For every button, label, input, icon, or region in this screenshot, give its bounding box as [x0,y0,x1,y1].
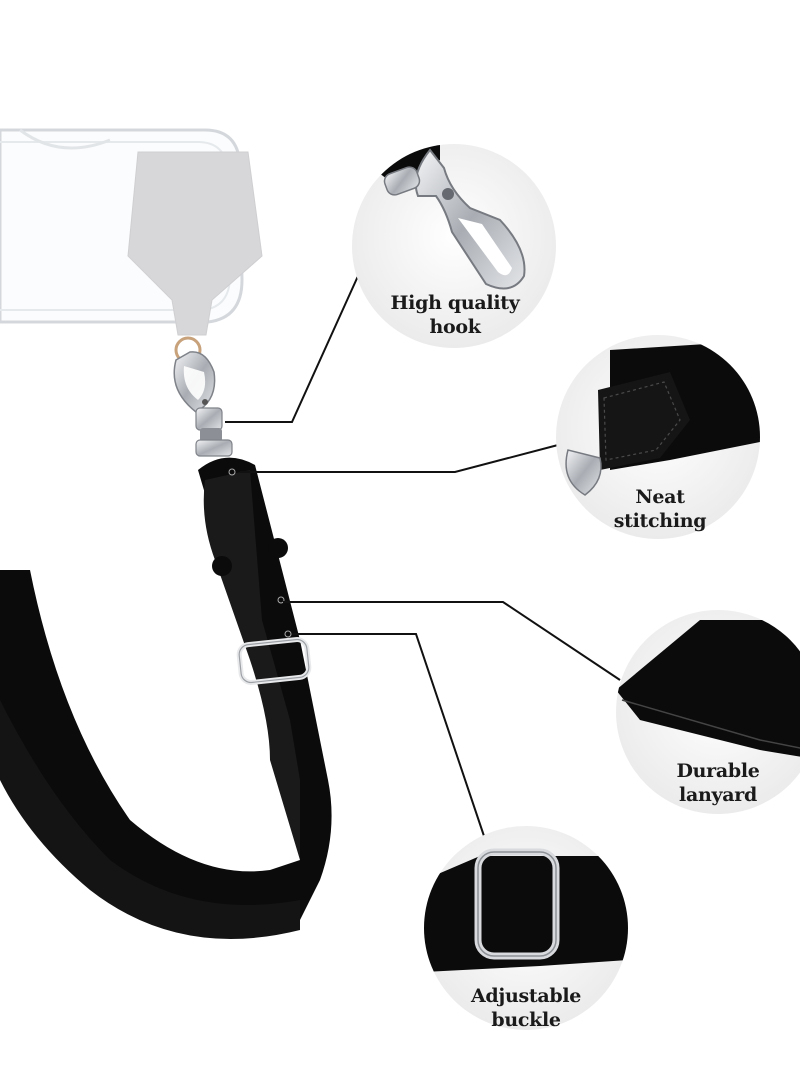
callout-hook-line-2: hook [429,316,481,338]
callout-circle-lanyard [616,610,800,814]
lanyard-detail-icon [616,620,800,760]
callout-label-buckle: Adjustable buckle [456,984,596,1032]
leader-line-hook [225,275,359,423]
callout-lanyard-line-1: Durable [676,760,760,782]
callout-circle-stitching [556,335,760,539]
leader-lines [225,275,621,843]
callout-label-hook: High quality hook [382,291,528,339]
callout-circle-buckle [424,826,628,1030]
callout-stitching-line-1: Neat [635,486,685,508]
callout-hook-line-1: High quality [390,292,520,314]
leader-line-lanyard [283,601,621,681]
callout-label-stitching: Neat stitching [602,485,718,533]
swivel-hook [173,336,233,457]
callout-circle-hook [352,144,556,348]
tether-card [127,151,263,336]
callout-lanyard-line-2: lanyard [679,784,757,806]
callout-stitching-line-2: stitching [613,510,707,532]
callout-label-lanyard: Durable lanyard [660,759,776,807]
callout-buckle-line-1: Adjustable [470,985,582,1007]
callout-buckle-line-2: buckle [491,1009,561,1031]
stitching-detail-icon [598,372,690,470]
leader-line-stitching [240,444,559,473]
leader-line-buckle [292,633,487,843]
